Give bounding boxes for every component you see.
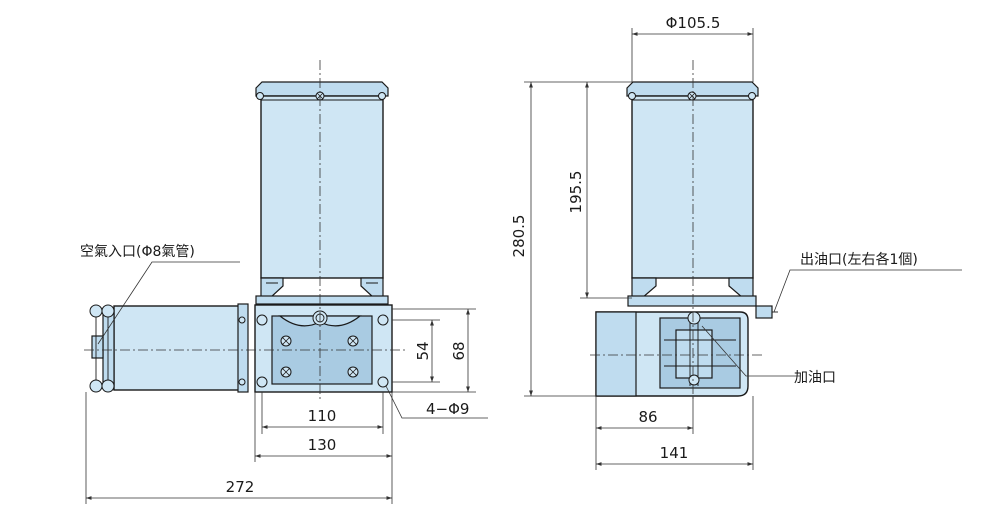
dim-mount-height: 54 [414, 341, 432, 360]
front-dimensions: 54 68 110 130 272 4−Φ9 空氣入口(Φ8氣管) [80, 244, 488, 504]
front-reservoir [255, 81, 389, 279]
dim-holes: 4−Φ9 [426, 400, 469, 418]
callout-oil-outlet: 出油口(左右各1個) [800, 252, 918, 268]
side-pump-body [595, 311, 749, 397]
side-reservoir [626, 81, 759, 279]
front-view [84, 60, 405, 400]
dim-diameter-top: Φ105.5 [666, 14, 721, 32]
dim-base-width: 130 [308, 436, 337, 454]
callout-air-inlet: 空氣入口(Φ8氣管) [80, 244, 195, 260]
side-view [590, 60, 778, 400]
dim-side-depth: 86 [638, 408, 657, 426]
dim-base-height: 68 [450, 341, 468, 360]
callout-oil-fill: 加油口 [794, 370, 836, 386]
side-brackets [627, 277, 778, 319]
dim-hole-spacing: 110 [308, 407, 337, 425]
front-brackets [255, 277, 389, 305]
side-dimensions: Φ105.5 280.5 195.5 86 141 出油口(左右各1個) 加油口 [510, 14, 962, 470]
front-air-cylinder [89, 303, 249, 393]
dim-overall-length: 272 [226, 478, 255, 496]
front-base-block [254, 304, 393, 393]
dim-side-width: 141 [660, 444, 689, 462]
dim-height-reservoir: 195.5 [567, 171, 585, 214]
dim-height-total: 280.5 [510, 215, 528, 258]
